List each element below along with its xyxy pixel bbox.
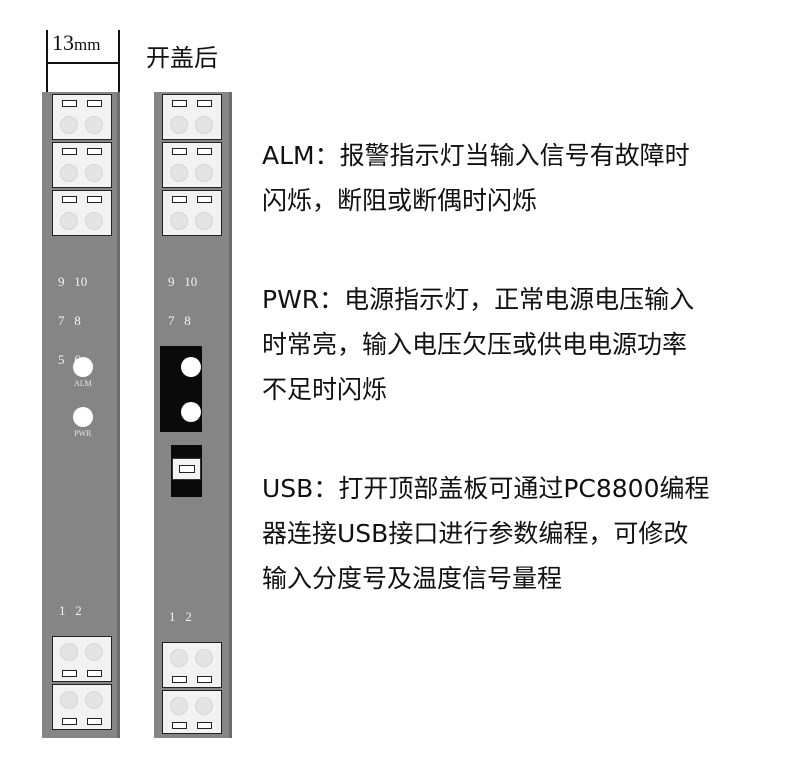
screw-icon — [170, 697, 188, 715]
terminal-block-bottom-1 — [162, 642, 222, 688]
usb-socket — [179, 465, 195, 473]
screw-icon — [85, 643, 103, 661]
screw-icon — [85, 212, 103, 230]
usb-description: USB：打开顶部盖板可通过PC8800编程 器连接USB接口进行参数编程，可修改… — [262, 474, 710, 593]
screw-icon — [170, 164, 188, 182]
usb-port-icon — [172, 458, 201, 480]
terminal-slot — [172, 100, 187, 107]
alm-led-label: ALM — [74, 379, 92, 388]
terminal-slot — [62, 718, 77, 725]
terminal-block-top-2 — [52, 142, 112, 188]
screw-icon — [60, 691, 78, 709]
module-open: 9 10 7 8 5 6 1 2 3 4 — [154, 92, 232, 738]
terminal-slot — [87, 196, 102, 203]
terminal-slot — [62, 148, 77, 155]
alm-description: ALM：报警指示灯当输入信号有故障时 闪烁，断阻或断偶时闪烁 — [262, 141, 690, 215]
dimension-value: 13 — [52, 30, 74, 55]
dimension-line — [48, 62, 118, 64]
terminal-slot — [87, 100, 102, 107]
screw-icon — [60, 212, 78, 230]
screw-icon — [195, 649, 213, 667]
terminal-slot — [197, 196, 212, 203]
cover-open-label: 开盖后 — [146, 44, 218, 72]
screw-icon — [195, 697, 213, 715]
screw-icon — [195, 212, 213, 230]
alm-led-icon — [181, 357, 201, 377]
terminal-block-top-1 — [52, 94, 112, 140]
terminal-block-top-1 — [162, 94, 222, 140]
dimension-label: 13mm — [52, 32, 100, 56]
screw-icon — [60, 643, 78, 661]
screw-icon — [85, 164, 103, 182]
terminal-numbers-line: 7 8 — [168, 313, 191, 328]
terminal-block-bottom-1 — [52, 636, 112, 682]
terminal-slot — [87, 148, 102, 155]
screw-icon — [195, 164, 213, 182]
led-board-panel — [160, 346, 202, 432]
pwr-description: PWR：电源指示灯，正常电源电压输入 时常亮，输入电压欠压或供电电源功率 不足时… — [262, 285, 695, 404]
terminal-slot — [197, 676, 212, 683]
terminal-numbers-line: 9 10 — [168, 274, 198, 289]
screw-icon — [170, 212, 188, 230]
usb-board-panel — [171, 445, 202, 497]
terminal-slot — [172, 196, 187, 203]
terminal-slot — [172, 722, 187, 729]
pwr-led-icon — [73, 407, 93, 427]
screw-icon — [85, 691, 103, 709]
terminal-numbers-line: 1 2 — [59, 603, 82, 618]
terminal-slot — [87, 670, 102, 677]
pwr-led-label: PWR — [74, 429, 92, 438]
screw-icon — [60, 116, 78, 134]
pwr-led-icon — [181, 402, 201, 422]
dimension-left-tick — [46, 30, 48, 94]
dimension-unit: mm — [74, 35, 101, 54]
terminal-block-top-3 — [52, 190, 112, 236]
terminal-slot — [197, 100, 212, 107]
terminal-slot — [172, 676, 187, 683]
terminal-slot — [172, 148, 187, 155]
terminal-numbers-line: 9 10 — [58, 274, 88, 289]
terminal-slot — [197, 722, 212, 729]
screw-icon — [170, 649, 188, 667]
terminal-slot — [62, 670, 77, 677]
alm-led-icon — [73, 357, 93, 377]
terminal-block-bottom-2 — [162, 690, 222, 734]
module-closed: 9 10 7 8 5 6 ALM PWR 1 2 3 1 — [42, 92, 120, 738]
terminal-slot — [197, 148, 212, 155]
terminal-slot — [87, 718, 102, 725]
terminal-slot — [62, 196, 77, 203]
dimension-right-tick — [118, 30, 120, 94]
screw-icon — [195, 116, 213, 134]
terminal-numbers-line: 7 8 — [58, 313, 81, 328]
terminal-block-top-3 — [162, 190, 222, 236]
screw-icon — [85, 116, 103, 134]
terminal-slot — [62, 100, 77, 107]
screw-icon — [170, 116, 188, 134]
terminal-block-bottom-2 — [52, 684, 112, 730]
screw-icon — [60, 164, 78, 182]
terminal-block-top-2 — [162, 142, 222, 188]
terminal-numbers-line: 1 2 — [169, 609, 192, 624]
